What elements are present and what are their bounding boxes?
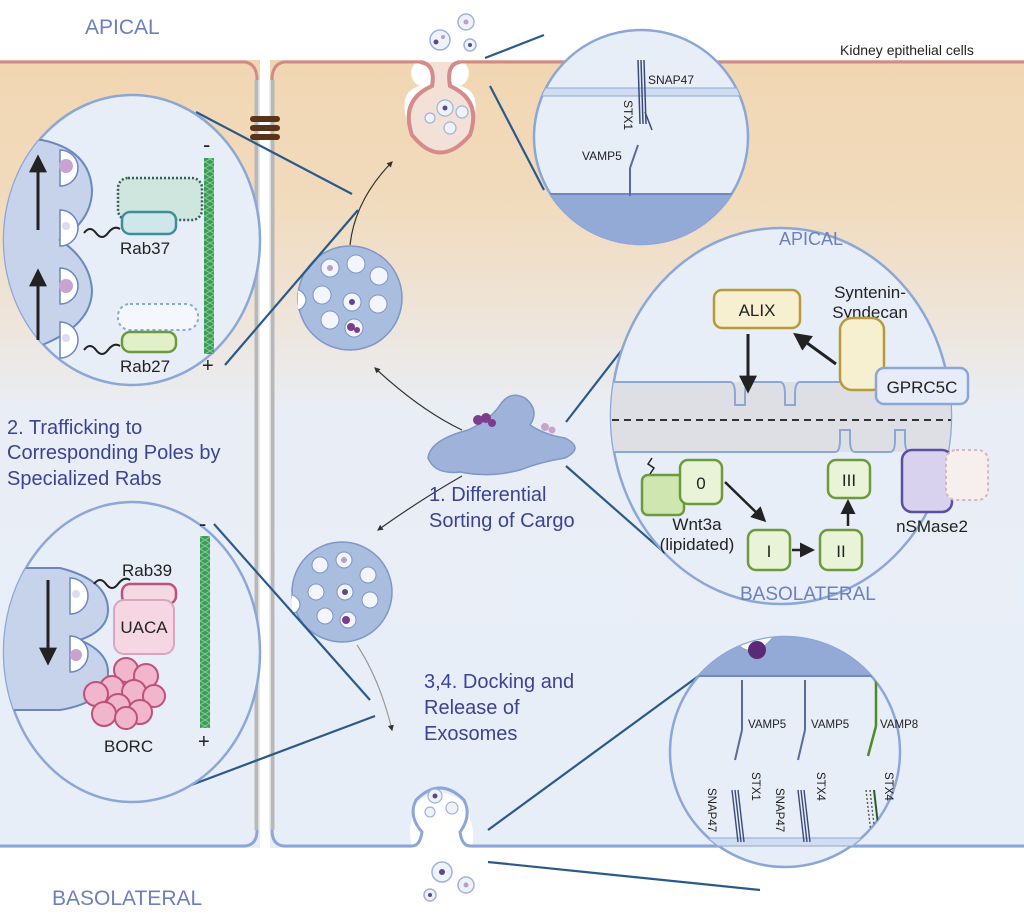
cell-type-label: Kidney epithelial cells — [840, 42, 974, 58]
apical-region-label: APICAL — [85, 16, 160, 39]
state-2-label: II — [836, 542, 845, 561]
sorting-endosome — [427, 394, 576, 476]
step34-line1: 3,4. Docking and — [424, 671, 574, 693]
state-3-box — [826, 458, 872, 500]
gprc5c-label: GPRC5C — [887, 378, 958, 397]
step2-line2: Corresponding Poles by — [7, 442, 220, 464]
nsmase2-shape — [900, 448, 954, 514]
snap47-label-a: SNAP47 — [705, 788, 717, 832]
step2-line1: 2. Trafficking to — [7, 417, 142, 439]
rab37-rab27-zoom: Rab37 Rab27 - + — [2, 93, 262, 387]
released-exosomes-basolateral — [423, 861, 475, 902]
vesicles-rab-top — [59, 149, 79, 359]
released-exosomes-apical — [429, 13, 477, 52]
filament-plus-top: + — [202, 355, 214, 377]
step34-line3: Exosomes — [424, 723, 517, 745]
stx1-bottom-label: STX1 — [749, 772, 761, 801]
vamp8-label: VAMP8 — [880, 719, 918, 731]
alix-box — [712, 288, 802, 330]
state-3-label: III — [842, 471, 856, 490]
actin-filament-top — [204, 158, 214, 354]
filament-plus-bottom: + — [198, 731, 210, 753]
vamp5-label-a: VAMP5 — [748, 719, 786, 731]
rab39-label: Rab39 — [122, 561, 172, 580]
rab39-borc-zoom: Rab39 UACA BORC - + — [2, 500, 262, 804]
step34-line2: Release of — [424, 697, 520, 719]
uaca-label: UACA — [120, 618, 168, 637]
stx1-label: STX1 — [621, 100, 635, 130]
step1-line1: 1. Differential — [429, 484, 546, 506]
zoom-connectors — [161, 33, 761, 892]
snap47-label-b: SNAP47 — [773, 788, 785, 832]
syntenin-label-1: Syntenin- — [834, 283, 906, 302]
nsmase2-label: nSMase2 — [896, 517, 968, 536]
sorting-apical-label: APICAL — [779, 229, 843, 249]
vamp5-label-b: VAMP5 — [811, 719, 849, 731]
step1-line2: Sorting of Cargo — [429, 510, 575, 532]
state-1-label: I — [767, 542, 772, 561]
step2-line3: Specialized Rabs — [7, 468, 162, 490]
uaca-shape — [113, 599, 175, 655]
state-0-label: 0 — [696, 474, 705, 493]
cargo-sorting-zoom: APICAL BASOLATERAL ALIX Syntenin- Syndec… — [609, 226, 989, 606]
tight-junction — [250, 116, 280, 140]
apical-docking-zoom: SNAP47 STX1 VAMP5 — [532, 28, 750, 246]
state-2-box — [818, 528, 864, 572]
rab27-shape — [120, 330, 178, 354]
stx4-label-a: STX4 — [814, 772, 826, 801]
vesicles-in-apical-mvb — [424, 99, 469, 135]
state-1-box — [746, 528, 792, 572]
vesicles-in-basal-mvb — [424, 788, 459, 818]
mvb-basolateral-bound — [291, 541, 393, 643]
stx4-label-b: STX4 — [882, 772, 894, 801]
wnt-label-1: Wnt3a — [672, 515, 722, 534]
borc-complex — [83, 657, 166, 730]
mvb-apical-bound — [297, 245, 403, 351]
rab37-label: Rab37 — [120, 239, 170, 258]
process-arrows — [349, 161, 463, 732]
filament-minus-bottom: - — [199, 511, 206, 536]
snap47-label: SNAP47 — [648, 73, 694, 87]
wnt-label-2: (lipidated) — [660, 535, 735, 554]
wnt-palm-box — [640, 473, 686, 517]
vamp5-label: VAMP5 — [582, 149, 622, 163]
sorting-basolateral-label: BASOLATERAL — [740, 584, 876, 605]
filament-minus-top: - — [203, 132, 210, 157]
rab27-label: Rab27 — [120, 357, 170, 376]
gprc5c-box — [874, 366, 970, 406]
syntenin-syndecan-shape — [838, 316, 886, 392]
borc-label: BORC — [104, 737, 153, 756]
main-labels: APICAL BASOLATERAL Kidney epithelial cel… — [7, 16, 974, 910]
alix-label: ALIX — [739, 301, 776, 320]
basolateral-region-label: BASOLATERAL — [52, 887, 202, 910]
rab27-effector-shape — [117, 303, 199, 331]
nsmase2-partner-shape — [945, 449, 989, 501]
state-0-box — [678, 458, 724, 506]
actin-filament-bottom — [200, 536, 210, 728]
rab37-shape — [120, 210, 178, 236]
